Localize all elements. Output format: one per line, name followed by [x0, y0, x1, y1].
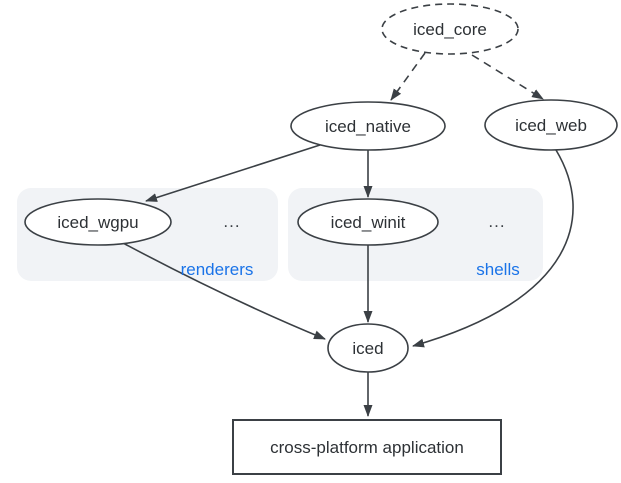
edge-iced_core-iced_native [390, 52, 426, 101]
shells-ellipsis: ... [488, 212, 505, 231]
edge-iced_web-iced [412, 149, 574, 348]
node-application [232, 419, 502, 475]
node-iced-core-label: iced_core [413, 20, 487, 39]
edge-iced_native-iced_wgpu [145, 144, 321, 202]
edge-iced_core-iced_web [471, 54, 544, 100]
node-iced-winit [297, 198, 439, 246]
node-iced-web-label: iced_web [515, 116, 587, 135]
node-iced-wgpu-label: iced_wgpu [57, 213, 138, 232]
node-application-label: cross-platform application [270, 438, 464, 457]
group-label-renderers: renderers [181, 260, 254, 279]
node-iced-native-label: iced_native [325, 117, 411, 136]
node-iced-core [381, 3, 519, 55]
group-label-shells: shells [476, 260, 519, 279]
edge-iced_wgpu-iced [122, 242, 326, 340]
node-iced-native [290, 101, 446, 151]
node-iced [327, 323, 409, 373]
node-iced-winit-label: iced_winit [331, 213, 406, 232]
renderers-ellipsis: ... [223, 212, 240, 231]
node-iced-label: iced [352, 339, 383, 358]
node-iced-wgpu [24, 198, 172, 246]
node-iced-web [484, 99, 618, 151]
